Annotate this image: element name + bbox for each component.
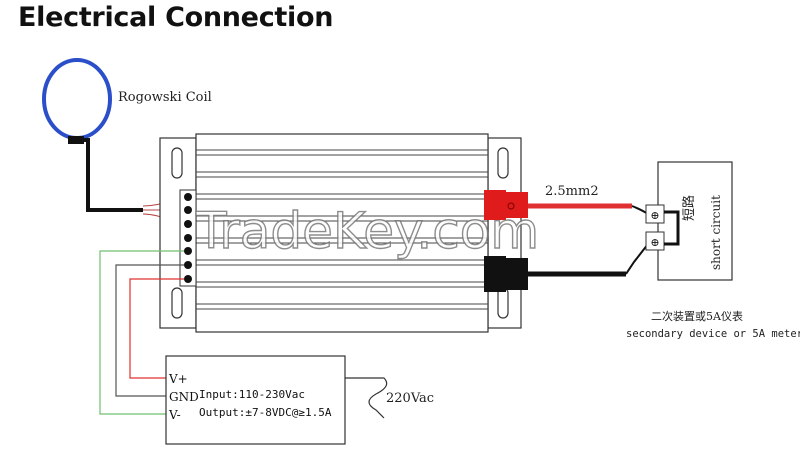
- red-terminal-hole: [507, 202, 515, 210]
- red-wire-vplus: [129, 278, 184, 379]
- vminus-label: V-: [168, 408, 181, 422]
- heatsink-fins: [196, 149, 488, 310]
- cable-size-label: 2.5mm2: [545, 184, 599, 199]
- black-terminal-boot: [506, 258, 528, 290]
- red-terminal-boot: [506, 192, 528, 218]
- power-supply-box: [165, 355, 346, 445]
- device-terminal-top: [645, 204, 665, 224]
- coil-cable: [84, 138, 143, 212]
- device-terminal-bottom: [645, 231, 665, 251]
- gnd-label: GND: [169, 390, 199, 404]
- vplus-label: V+: [168, 372, 188, 386]
- black-wire-lead: [625, 243, 649, 275]
- secondary-device-box: [657, 161, 733, 281]
- gray-wire-gnd: [115, 264, 184, 397]
- screw-bottom-icon: ⊕: [650, 236, 659, 249]
- coil-label: Rogowski Coil: [118, 90, 212, 105]
- short-circuit-en-label: short circuit: [709, 195, 723, 270]
- output-spec: Output:±7-8VDC@≥1.5A: [199, 406, 332, 419]
- terminal-screws: [184, 193, 192, 283]
- supply-label: 220Vac: [386, 391, 434, 406]
- right-flange: [487, 137, 522, 329]
- short-circuit-cn-label: 短路: [681, 195, 697, 221]
- secondary-cn-label: 二次装置或5A仪表: [651, 309, 743, 323]
- module-body: [195, 133, 489, 333]
- rogowski-coil: [42, 58, 112, 140]
- red-output-terminal: [484, 190, 506, 220]
- coil-connector: [68, 136, 84, 144]
- left-bottom-mount-slot: [171, 287, 183, 319]
- watermark: TradeKey.com: [195, 202, 539, 260]
- secondary-en-label: secondary device or 5A meter: [626, 328, 800, 340]
- ac-supply-wire: [345, 377, 388, 419]
- black-output-terminal: [484, 256, 506, 292]
- short-circuit-link: [664, 210, 680, 246]
- screw-top-icon: ⊕: [650, 209, 659, 222]
- input-spec: Input:110-230Vac: [199, 388, 305, 401]
- green-wire-vminus: [99, 250, 184, 415]
- page-title: Electrical Connection: [18, 2, 334, 33]
- right-top-mount-slot: [497, 147, 509, 179]
- left-top-mount-slot: [171, 147, 183, 179]
